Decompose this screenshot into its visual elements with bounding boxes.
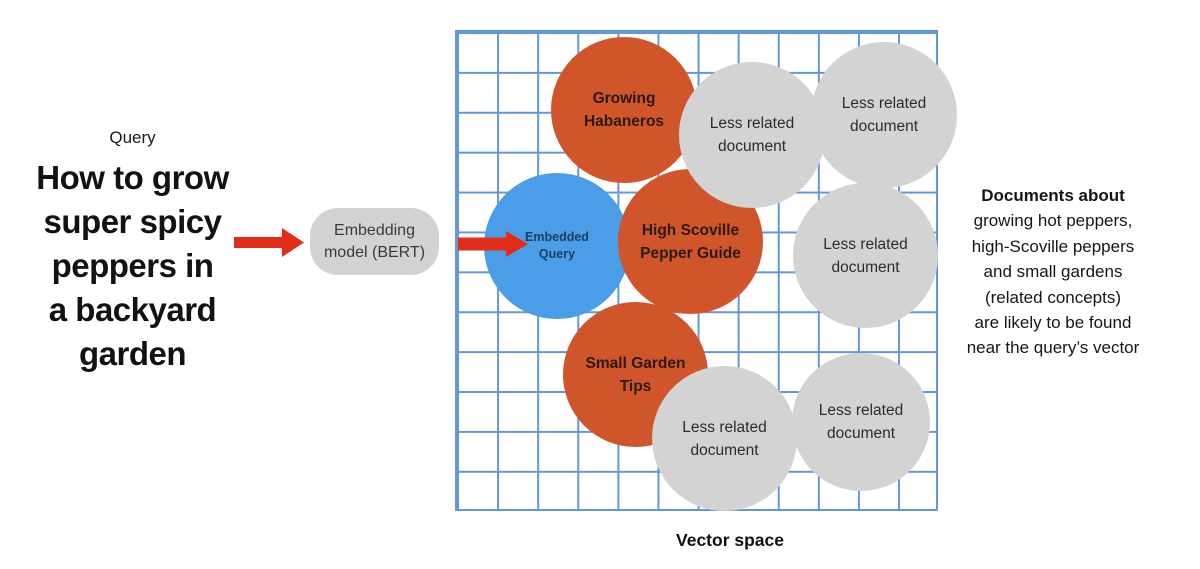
arrow-right-icon [234, 228, 304, 257]
circle-label: High Scoville Pepper Guide [640, 221, 741, 262]
annotation-line: (related concepts) [984, 287, 1122, 307]
circle-label: Less related document [818, 402, 904, 442]
circle-label: Embedded Query [525, 230, 589, 261]
annotation-line: high-Scoville peppers [971, 236, 1135, 256]
document-circle-high-scoville-pepper-guide: High Scoville Pepper Guide [618, 169, 763, 314]
query-text-line: peppers in [51, 247, 214, 284]
annotation-line: growing hot peppers, [973, 211, 1133, 231]
vector-space-caption: Vector space [676, 530, 784, 550]
circle-label: Growing Habaneros [583, 90, 665, 130]
embedding-model-label: Embedding model (BERT) [323, 221, 426, 261]
circle-label: Less related document [823, 235, 908, 276]
document-circle-less-related-top-middle: Less related document [679, 62, 825, 208]
document-circle-growing-habaneros: Growing Habaneros [551, 37, 697, 183]
circle-label: Small Garden Tips [585, 354, 686, 395]
annotation-line: Documents about [981, 186, 1125, 205]
circle-label: Less related document [709, 115, 795, 155]
document-circle-less-related-bottom-middle: Less related document [652, 366, 797, 511]
query-text-line: a backyard [48, 291, 217, 328]
circle-label: Less related document [682, 418, 767, 459]
query-block: Query How to grow super spicy peppers in… [10, 128, 255, 376]
annotation-line: near the query’s vector [966, 338, 1140, 358]
annotation-block: Documents about growing hot peppers, hig… [933, 183, 1173, 361]
query-label: Query [109, 128, 156, 147]
query-text-line: How to grow [36, 159, 229, 196]
document-circle-less-related-bottom-right: Less related document [792, 353, 930, 491]
embedding-model-box: Embedding model (BERT) [310, 208, 439, 275]
document-circle-less-related-middle-right: Less related document [793, 183, 938, 328]
arrow-right-icon [458, 231, 528, 257]
circle-label: Less related document [841, 95, 927, 135]
query-text-line: super spicy [43, 203, 222, 240]
annotation-line: are likely to be found [974, 313, 1132, 333]
annotation-line: and small gardens [983, 262, 1123, 282]
query-text-line: garden [78, 335, 187, 372]
document-circle-less-related-top-right: Less related document [811, 42, 957, 188]
